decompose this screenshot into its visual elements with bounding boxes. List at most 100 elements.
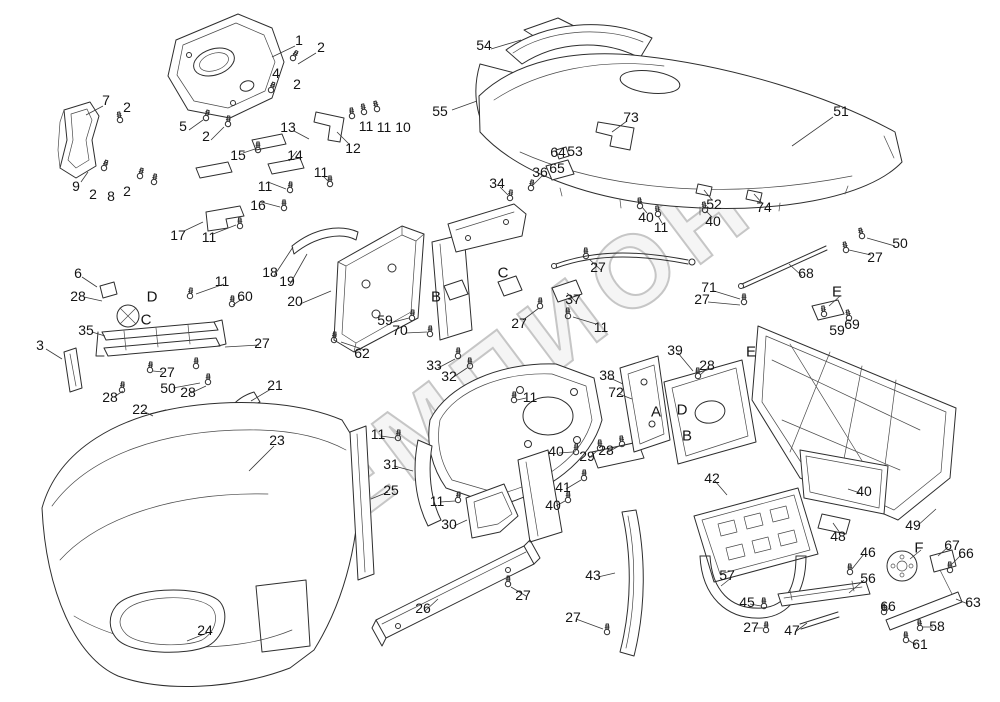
part-number-67: 67 xyxy=(944,537,960,553)
part-number-20: 20 xyxy=(287,293,303,309)
part-number-10: 10 xyxy=(395,119,411,135)
part-number-35: 35 xyxy=(78,322,94,338)
part-number-11: 11 xyxy=(257,178,273,194)
part-number-2: 2 xyxy=(317,39,325,55)
part-number-31: 31 xyxy=(383,456,399,472)
part-number-41: 41 xyxy=(555,479,571,495)
part-number-27: 27 xyxy=(511,315,527,331)
part-number-71: 71 xyxy=(701,279,717,295)
part-number-27: 27 xyxy=(159,364,175,380)
part-number-66: 66 xyxy=(880,598,896,614)
part-number-68: 68 xyxy=(798,265,814,281)
part-number-59: 59 xyxy=(377,312,393,328)
part-number-27: 27 xyxy=(590,259,606,275)
part-number-53: 53 xyxy=(567,143,583,159)
part-number-28: 28 xyxy=(70,288,86,304)
part-number-59: 59 xyxy=(829,322,845,338)
part-number-11: 11 xyxy=(358,118,374,134)
part-number-1: 1 xyxy=(295,32,303,48)
part-number-54: 54 xyxy=(476,37,492,53)
view-label-B: B xyxy=(430,288,442,306)
part-center-panel xyxy=(414,355,757,543)
part-number-11: 11 xyxy=(593,319,609,335)
part-dash-plate xyxy=(167,13,285,119)
part-number-40: 40 xyxy=(705,213,721,229)
part-number-27: 27 xyxy=(515,587,531,603)
part-number-28: 28 xyxy=(699,357,715,373)
part-number-11: 11 xyxy=(313,164,329,180)
part-number-50: 50 xyxy=(892,235,908,251)
part-number-58: 58 xyxy=(929,618,945,634)
part-number-40: 40 xyxy=(856,483,872,499)
part-number-50: 50 xyxy=(160,380,176,396)
part-number-4: 4 xyxy=(272,65,280,81)
leader-lines xyxy=(45,39,969,646)
view-label-B: B xyxy=(681,427,693,445)
part-number-11: 11 xyxy=(214,273,230,289)
part-number-73: 73 xyxy=(623,109,639,125)
part-number-66: 66 xyxy=(958,545,974,561)
part-number-11: 11 xyxy=(653,219,669,235)
part-number-48: 48 xyxy=(830,528,846,544)
part-number-17: 17 xyxy=(170,227,186,243)
part-number-27: 27 xyxy=(867,249,883,265)
part-number-6: 6 xyxy=(74,265,82,281)
part-hood-side-panel xyxy=(41,402,375,687)
view-label-E: E xyxy=(745,343,757,361)
part-number-40: 40 xyxy=(548,443,564,459)
part-number-69: 69 xyxy=(844,316,860,332)
view-label-F: F xyxy=(914,539,924,557)
part-number-27: 27 xyxy=(565,609,581,625)
part-number-27: 27 xyxy=(694,291,710,307)
part-number-23: 23 xyxy=(269,432,285,448)
part-number-60: 60 xyxy=(237,288,253,304)
part-number-33: 33 xyxy=(426,357,442,373)
part-number-15: 15 xyxy=(230,147,246,163)
part-number-27: 27 xyxy=(743,619,759,635)
part-number-29: 29 xyxy=(579,448,595,464)
part-number-34: 34 xyxy=(489,175,505,191)
part-number-30: 30 xyxy=(441,516,457,532)
part-number-28: 28 xyxy=(102,389,118,405)
part-number-8: 8 xyxy=(107,188,115,204)
part-number-27: 27 xyxy=(254,335,270,351)
part-number-45: 45 xyxy=(739,594,755,610)
part-mid-frame xyxy=(291,203,583,353)
part-bottom-supports xyxy=(371,487,871,657)
part-number-36: 36 xyxy=(532,164,548,180)
part-number-19: 19 xyxy=(279,273,295,289)
part-number-18: 18 xyxy=(262,264,278,280)
view-label-D: D xyxy=(676,401,688,419)
part-number-28: 28 xyxy=(180,384,196,400)
part-number-2: 2 xyxy=(123,183,131,199)
view-label-C: C xyxy=(497,264,509,282)
part-number-51: 51 xyxy=(833,103,849,119)
part-number-39: 39 xyxy=(667,342,683,358)
part-number-2: 2 xyxy=(202,128,210,144)
part-number-24: 24 xyxy=(197,622,213,638)
part-number-11: 11 xyxy=(522,389,538,405)
part-number-28: 28 xyxy=(598,442,614,458)
part-number-61: 61 xyxy=(912,636,928,652)
part-number-16: 16 xyxy=(250,197,266,213)
part-number-38: 38 xyxy=(599,367,615,383)
part-number-11: 11 xyxy=(201,229,217,245)
view-label-A: A xyxy=(650,403,662,421)
part-number-65: 65 xyxy=(549,160,565,176)
part-number-40: 40 xyxy=(638,209,654,225)
view-label-E: E xyxy=(831,283,843,301)
part-number-11: 11 xyxy=(429,493,445,509)
part-number-3: 3 xyxy=(36,337,44,353)
part-number-9: 9 xyxy=(72,178,80,194)
part-prop-rod xyxy=(551,245,845,321)
part-number-2: 2 xyxy=(123,99,131,115)
part-number-32: 32 xyxy=(441,368,457,384)
part-hood-shell xyxy=(478,53,903,216)
view-label-C: C xyxy=(140,311,152,329)
part-number-25: 25 xyxy=(383,482,399,498)
part-number-55: 55 xyxy=(432,103,448,119)
part-number-21: 21 xyxy=(267,377,283,393)
